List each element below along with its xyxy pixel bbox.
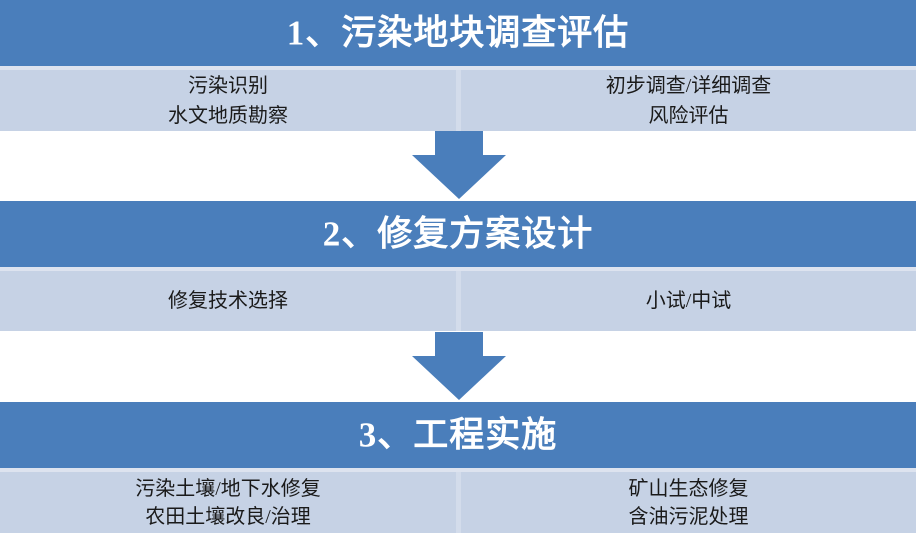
stage-2-left-column: 修复技术选择 [0, 271, 456, 331]
stage-2: 2、修复方案设计 修复技术选择 小试/中试 [0, 201, 916, 331]
stage-1-left-column: 污染识别 水文地质勘察 [0, 70, 456, 131]
stage-1-right-item-1: 初步调查/详细调查 [605, 74, 772, 97]
stage-3-right-item-2: 含油污泥处理 [628, 505, 749, 528]
stage-3-column-divider [456, 472, 461, 533]
connector-stage1-to-stage2 [0, 131, 916, 201]
stage-2-column-divider [456, 271, 461, 331]
stage-2-header: 2、修复方案设计 [0, 201, 916, 267]
stage-2-right-column: 小试/中试 [461, 271, 916, 331]
stage-1-header: 1、污染地块调查评估 [0, 0, 916, 66]
down-arrow-icon [412, 332, 506, 400]
connector-stage2-to-stage3 [0, 332, 916, 402]
down-arrow-icon [412, 131, 506, 199]
stage-2-right-item-1: 小试/中试 [645, 290, 732, 312]
stage-1-right-item-2: 风险评估 [648, 104, 729, 127]
stage-1: 1、污染地块调查评估 污染识别 水文地质勘察 初步调查/详细调查 风险评估 [0, 0, 916, 131]
stage-2-body: 修复技术选择 小试/中试 [0, 271, 916, 331]
stage-2-title: 2、修复方案设计 [322, 214, 594, 254]
stage-1-title: 1、污染地块调查评估 [286, 13, 630, 53]
stage-3-header: 3、工程实施 [0, 402, 916, 468]
stage-2-left-item-1: 修复技术选择 [168, 290, 288, 312]
stage-3-right-item-1: 矿山生态修复 [628, 477, 749, 500]
stage-1-right-column: 初步调查/详细调查 风险评估 [461, 70, 916, 131]
stage-3-right-column: 矿山生态修复 含油污泥处理 [461, 472, 916, 533]
stage-3-header-gap [0, 468, 916, 472]
stage-3-left-item-1: 污染土壤/地下水修复 [135, 477, 321, 500]
stage-1-left-item-2: 水文地质勘察 [168, 104, 288, 127]
stage-2-header-gap [0, 267, 916, 271]
stage-3-left-column: 污染土壤/地下水修复 农田土壤改良/治理 [0, 472, 456, 533]
stage-1-column-divider [456, 70, 461, 131]
stage-3-title: 3、工程实施 [358, 415, 558, 455]
stage-3: 3、工程实施 污染土壤/地下水修复 农田土壤改良/治理 矿山生态修复 含油污泥处… [0, 402, 916, 533]
stage-1-body: 污染识别 水文地质勘察 初步调查/详细调查 风险评估 [0, 70, 916, 131]
stage-1-left-item-1: 污染识别 [188, 74, 268, 97]
stage-3-body: 污染土壤/地下水修复 农田土壤改良/治理 矿山生态修复 含油污泥处理 [0, 472, 916, 533]
stage-3-left-item-2: 农田土壤改良/治理 [145, 505, 311, 528]
stage-1-header-gap [0, 66, 916, 70]
